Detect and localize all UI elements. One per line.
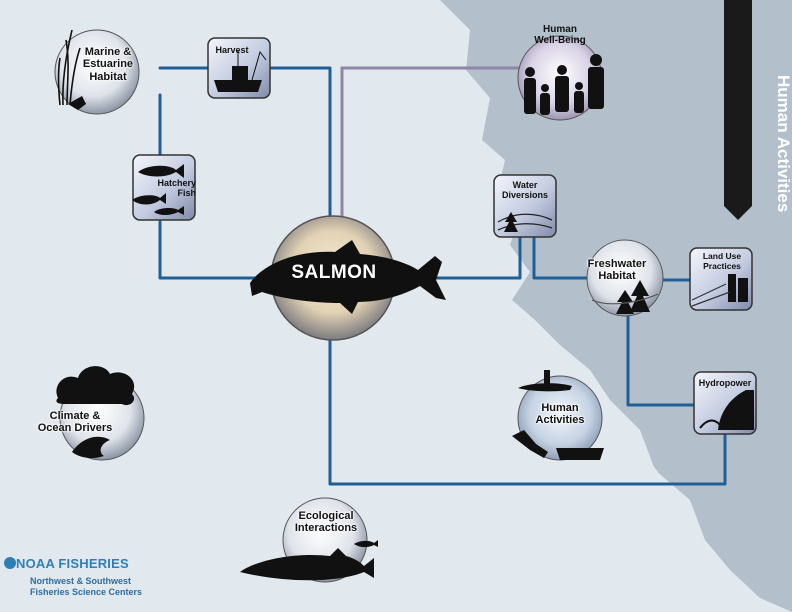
land-use-node[interactable] <box>689 247 753 311</box>
pine-trees-icon <box>616 280 650 314</box>
stream-icon <box>591 293 659 305</box>
human-activities-label: Human Activities <box>535 402 585 427</box>
road-icon <box>691 283 731 307</box>
fish-icons <box>132 164 184 215</box>
tree-icon <box>504 212 518 232</box>
human-activities-banner <box>724 0 752 220</box>
crab-icon <box>68 96 86 110</box>
hatchery-fish-label: Hatchery Fish <box>157 178 196 199</box>
kayaker-icon <box>518 370 572 392</box>
harvest-label: Harvest <box>215 45 249 55</box>
small-fish-icon <box>354 540 378 548</box>
land-use-label: Land Use Practices <box>702 251 742 271</box>
boat-rigging <box>237 50 267 81</box>
freshwater-habitat-node[interactable] <box>586 239 664 317</box>
dam-icon <box>497 213 553 231</box>
connector-well-being <box>340 66 520 228</box>
marine-habitat-node[interactable] <box>54 29 140 115</box>
noaa-logo-text: NOAA FISHERIES <box>16 556 129 571</box>
ocean-wave-icon <box>72 436 110 459</box>
diver-icon <box>512 430 548 458</box>
hydropower-label: Hydropower <box>698 378 752 388</box>
climate-label: Climate & Ocean Drivers <box>37 410 113 435</box>
side-banner-label: Human Activities <box>774 75 792 213</box>
boat-icon <box>556 448 604 460</box>
reeds-icon <box>57 29 81 106</box>
ecological-interactions-label: Ecological Interactions <box>294 510 358 535</box>
predator-fish-icon <box>240 548 374 581</box>
water-diversions-label: Water Diversions <box>501 180 549 201</box>
waterfall-icon <box>718 390 754 430</box>
noaa-subtitle: Northwest & Southwest Fisheries Science … <box>30 576 143 597</box>
family-icon <box>524 54 604 115</box>
storm-cloud-icon <box>56 366 135 406</box>
marine-habitat-label: Marine & Estuarine Habitat <box>82 46 134 83</box>
freshwater-habitat-label: Freshwater Habitat <box>587 258 647 283</box>
buildings-icon <box>728 274 748 302</box>
human-well-being-label: Human Well-Being <box>534 24 586 47</box>
noaa-logo-icon <box>4 557 16 569</box>
fishing-boat-icon <box>214 66 262 92</box>
connectors <box>158 66 727 486</box>
salmon-label: SALMON <box>291 262 377 283</box>
wave-icon <box>699 419 723 429</box>
salmon-silhouette <box>250 240 446 314</box>
